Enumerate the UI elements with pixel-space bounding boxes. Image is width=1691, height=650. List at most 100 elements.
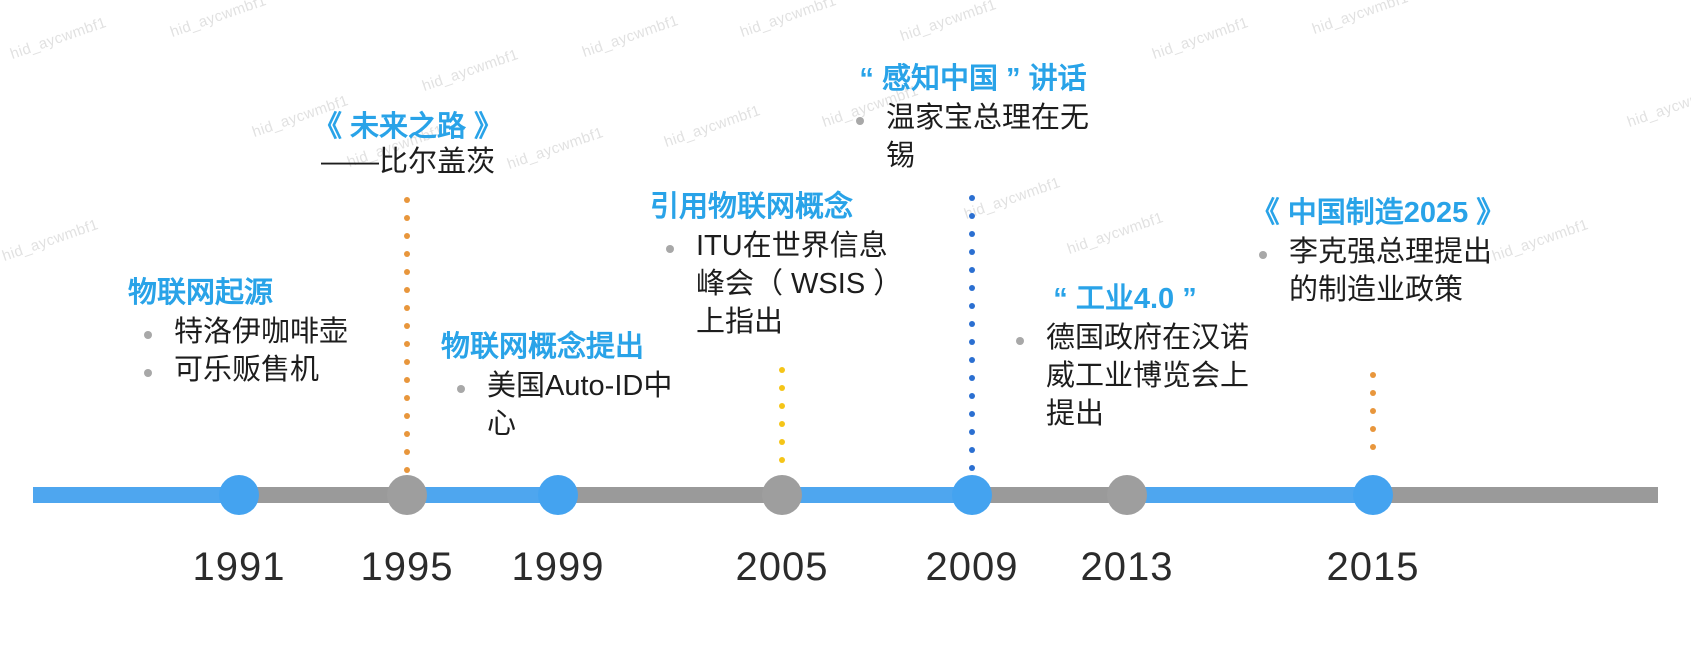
timeline-axis <box>33 475 1658 515</box>
connector-2015 <box>1370 372 1376 462</box>
year-label-2009: 2009 <box>925 545 1019 589</box>
connector-dot <box>404 413 410 419</box>
year-label-2013: 2013 <box>1080 545 1174 589</box>
connector-dot <box>404 377 410 383</box>
event-2009-title: “ 感知中国 ” 讲话 <box>859 63 1087 95</box>
bullet-item: 美国Auto-ID中心 <box>441 368 691 443</box>
event-1995-subtitle: ——比尔盖茨 <box>320 146 495 179</box>
year-label-2015: 2015 <box>1326 545 1420 589</box>
connector-dot <box>404 395 410 401</box>
bullet-item: 温家宝总理在无锡 <box>840 100 1106 175</box>
event-1999-bullets: 美国Auto-ID中心 <box>441 368 691 443</box>
connector-dot <box>969 231 975 237</box>
connector-dot <box>779 403 785 409</box>
timeline-node-1999[interactable] <box>538 475 578 515</box>
connector-dot <box>969 357 975 363</box>
bullet-item: 特洛伊咖啡壶 <box>128 314 398 352</box>
axis-segment <box>239 487 407 503</box>
connector-dot <box>1370 372 1376 378</box>
axis-segment <box>1373 487 1658 503</box>
connector-dot <box>969 321 975 327</box>
connector-dot <box>779 439 785 445</box>
event-2013: “ 工业4.0 ” 德国政府在汉诺威工业博览会上提出 <box>1000 282 1250 433</box>
timeline-node-1991[interactable] <box>219 475 259 515</box>
connector-dot <box>404 269 410 275</box>
bullet-item: 德国政府在汉诺威工业博览会上提出 <box>1000 320 1250 433</box>
event-2013-title: “ 工业4.0 ” <box>1053 283 1197 315</box>
axis-segment <box>407 487 558 503</box>
event-1999-title: 物联网概念提出 <box>441 331 645 363</box>
bullet-item: 可乐贩售机 <box>128 352 398 390</box>
watermark-text: hid_aycwmbf1 <box>167 0 269 41</box>
axis-segment <box>972 487 1127 503</box>
event-2005-title: 引用物联网概念 <box>650 191 854 223</box>
connector-dot <box>404 287 410 293</box>
connector-dot <box>404 431 410 437</box>
connector-dot <box>779 367 785 373</box>
event-1995-title: 《 未来之路 》 <box>312 111 504 143</box>
watermark-text: hid_aycwmbf1 <box>419 46 521 95</box>
connector-dot <box>969 465 975 471</box>
connector-dot <box>404 197 410 203</box>
connector-dot <box>969 339 975 345</box>
event-2013-bullets: 德国政府在汉诺威工业博览会上提出 <box>1000 320 1250 433</box>
event-2015-title: 《 中国制造2025 》 <box>1250 197 1506 229</box>
timeline-node-1995[interactable] <box>387 475 427 515</box>
timeline-node-2013[interactable] <box>1107 475 1147 515</box>
axis-segment <box>33 487 239 503</box>
event-2015: 《 中国制造2025 》李克强总理提出的制造业政策 <box>1243 196 1513 310</box>
watermark-text: hid_aycwmbf1 <box>661 102 763 151</box>
watermark-text: hid_aycwmbf1 <box>897 0 999 45</box>
connector-dot <box>969 195 975 201</box>
connector-dot <box>969 285 975 291</box>
connector-1995 <box>404 197 410 521</box>
timeline-node-2005[interactable] <box>762 475 802 515</box>
watermark-text: hid_aycwmbf1 <box>961 174 1063 223</box>
connector-dot <box>779 421 785 427</box>
bullet-item: 李克强总理提出的制造业政策 <box>1243 234 1513 309</box>
connector-dot <box>404 449 410 455</box>
axis-segment <box>1127 487 1373 503</box>
watermark-text: hid_aycwmbf1 <box>579 12 681 61</box>
connector-dot <box>404 233 410 239</box>
connector-dot <box>1370 426 1376 432</box>
watermark-text: hid_aycwmbf1 <box>7 14 109 63</box>
connector-dot <box>969 249 975 255</box>
event-2005-bullets: ITU在世界信息峰会（ WSIS ）上指出 <box>650 228 910 341</box>
watermark-text: hid_aycwmbf1 <box>1309 0 1411 38</box>
connector-dot <box>969 213 975 219</box>
connector-dot <box>969 393 975 399</box>
connector-dot <box>969 447 975 453</box>
connector-dot <box>404 251 410 257</box>
connector-dot <box>404 341 410 347</box>
connector-2009 <box>969 195 975 501</box>
connector-dot <box>1370 444 1376 450</box>
event-2009-bullets: 温家宝总理在无锡 <box>840 100 1106 175</box>
watermark-text: hid_aycwmbf1 <box>1149 14 1251 63</box>
connector-2005 <box>779 367 785 475</box>
timeline-node-2015[interactable] <box>1353 475 1393 515</box>
connector-dot <box>404 323 410 329</box>
connector-dot <box>969 303 975 309</box>
watermark-text: hid_aycwmbf1 <box>1624 82 1691 131</box>
watermark-text: hid_aycwmbf1 <box>1064 209 1166 258</box>
connector-dot <box>1370 408 1376 414</box>
axis-segment <box>782 487 972 503</box>
connector-dot <box>404 359 410 365</box>
event-1991-bullets: 特洛伊咖啡壶可乐贩售机 <box>128 314 398 389</box>
watermark-text: hid_aycwmbf1 <box>0 216 101 265</box>
axis-segment <box>558 487 782 503</box>
event-1991: 物联网起源特洛伊咖啡壶可乐贩售机 <box>128 276 398 390</box>
connector-dot <box>969 375 975 381</box>
connector-dot <box>404 305 410 311</box>
event-1999: 物联网概念提出美国Auto-ID中心 <box>441 330 691 444</box>
connector-dot <box>969 429 975 435</box>
event-2009: “ 感知中国 ” 讲话温家宝总理在无锡 <box>840 62 1106 176</box>
event-1995: 《 未来之路 》——比尔盖茨 <box>282 110 534 180</box>
year-label-1991: 1991 <box>192 545 286 589</box>
connector-dot <box>1370 390 1376 396</box>
connector-dot <box>969 411 975 417</box>
timeline-node-2009[interactable] <box>952 475 992 515</box>
connector-dot <box>404 215 410 221</box>
